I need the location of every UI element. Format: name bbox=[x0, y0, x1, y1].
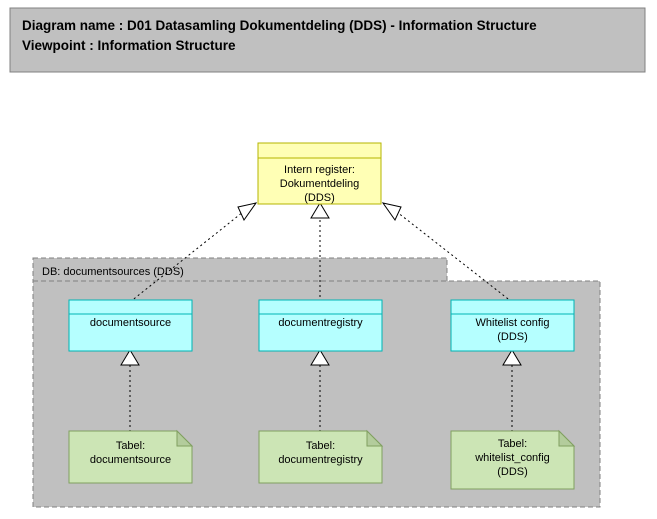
group-label-text: DB: documentsources (DDS) bbox=[42, 266, 184, 278]
connector-line bbox=[129, 211, 244, 303]
node-tabel-documentsource[interactable]: Tabel: documentsource bbox=[68, 429, 194, 484]
node-whitelist-config[interactable]: Whitelist config (DDS) bbox=[450, 299, 575, 352]
folded-corner-icon bbox=[366, 429, 384, 447]
node-intern-register[interactable]: Intern register: Dokumentdeling (DDS) bbox=[257, 142, 382, 205]
header-background bbox=[9, 7, 646, 73]
hollow-triangle-arrowhead bbox=[310, 349, 330, 366]
folded-corner-icon bbox=[558, 429, 576, 447]
node-label-line-1: Tabel: bbox=[498, 438, 527, 450]
node-label-line-1: Tabel: bbox=[116, 440, 145, 452]
node-label-line-3: (DDS) bbox=[304, 192, 335, 204]
connector-tabel-documentsource-to-documentsource bbox=[120, 349, 140, 432]
node-documentsource[interactable]: documentsource bbox=[68, 299, 193, 352]
node-label-line-1: documentregistry bbox=[278, 317, 363, 329]
connectors-layer bbox=[120, 202, 522, 432]
connector-whitelist-config-to-intern-register bbox=[381, 202, 513, 303]
diagram-name-text: Diagram name : D01 Datasamling Dokumentd… bbox=[22, 18, 537, 33]
node-body bbox=[258, 430, 383, 484]
hollow-triangle-arrowhead bbox=[310, 202, 330, 219]
node-body bbox=[258, 299, 383, 352]
connector-tabel-whitelist-config-to-whitelist-config bbox=[502, 349, 522, 432]
node-tabel-documentregistry[interactable]: Tabel: documentregistry bbox=[258, 429, 384, 484]
node-label-line-1: documentsource bbox=[90, 317, 171, 329]
node-documentregistry[interactable]: documentregistry bbox=[258, 299, 383, 352]
viewpoint-text: Viewpoint : Information Structure bbox=[22, 38, 236, 53]
node-label-line-2: whitelist_config bbox=[474, 452, 550, 464]
node-body bbox=[257, 142, 382, 205]
node-label-line-2: documentsource bbox=[90, 454, 171, 466]
node-body bbox=[68, 430, 193, 484]
connector-documentsource-to-intern-register bbox=[129, 202, 258, 303]
diagram-header-banner: Diagram name : D01 Datasamling Dokumentd… bbox=[9, 7, 646, 73]
node-label-line-1: Tabel: bbox=[306, 440, 335, 452]
node-label-line-2: (DDS) bbox=[497, 331, 528, 343]
node-label-line-3: (DDS) bbox=[497, 466, 528, 478]
node-label-line-2: documentregistry bbox=[278, 454, 363, 466]
hollow-triangle-arrowhead bbox=[381, 202, 402, 221]
node-label-line-1: Whitelist config bbox=[476, 317, 550, 329]
connector-line bbox=[396, 211, 513, 303]
connector-documentregistry-to-intern-register bbox=[310, 202, 330, 302]
hollow-triangle-arrowhead bbox=[502, 349, 522, 366]
folded-corner-icon bbox=[176, 429, 194, 447]
connector-tabel-documentregistry-to-documentregistry bbox=[310, 349, 330, 432]
node-tabel-whitelist-config[interactable]: Tabel: whitelist_config (DDS) bbox=[450, 429, 576, 490]
node-label-line-1: Intern register: bbox=[284, 164, 355, 176]
node-body bbox=[450, 430, 575, 490]
node-body bbox=[68, 299, 193, 352]
hollow-triangle-arrowhead bbox=[237, 202, 258, 221]
node-body bbox=[450, 299, 575, 352]
node-label-line-2: Dokumentdeling bbox=[280, 178, 360, 190]
hollow-triangle-arrowhead bbox=[120, 349, 140, 366]
